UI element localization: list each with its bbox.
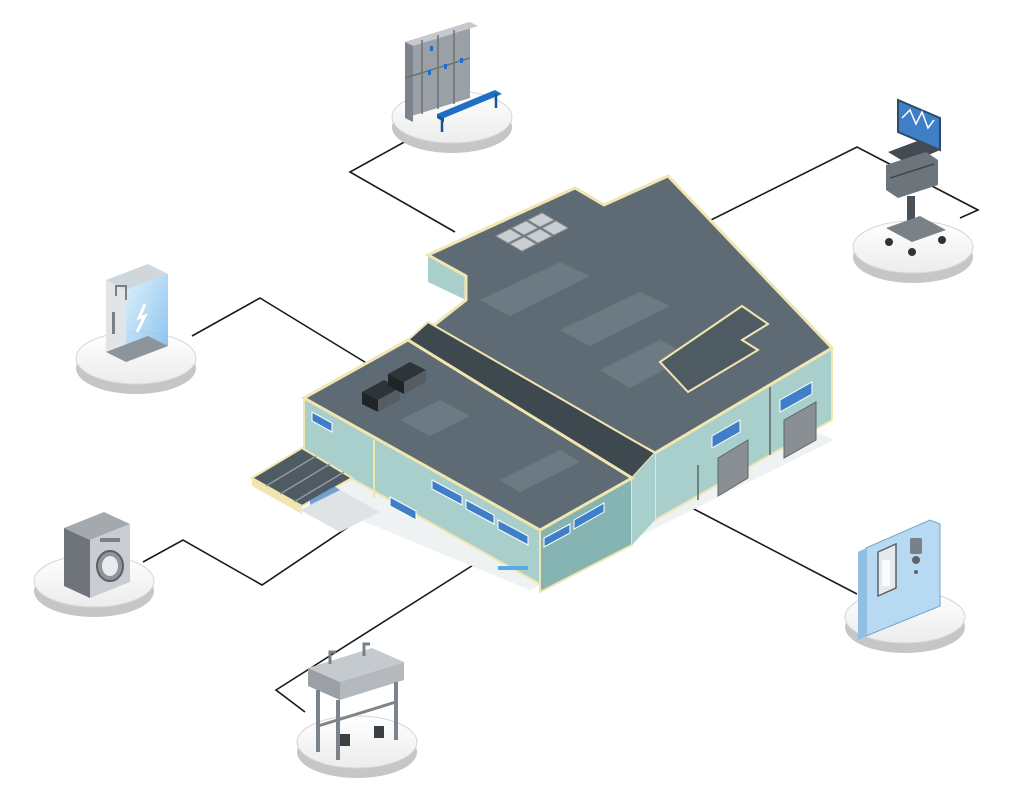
main-block-wall-left xyxy=(428,255,466,300)
factory-building-icon xyxy=(250,174,835,594)
connectors xyxy=(142,139,980,713)
wash-trough-icon xyxy=(308,642,404,760)
connector-washer xyxy=(142,506,379,586)
connector-shower xyxy=(191,297,369,365)
monitoring-cart-icon xyxy=(885,98,946,256)
dispenser-station-icon xyxy=(858,519,941,640)
hvac-units xyxy=(362,362,426,412)
locker-room-icon xyxy=(404,22,502,132)
connector-sink xyxy=(274,561,479,713)
platform-sink xyxy=(296,715,418,778)
platform-monitor xyxy=(852,220,974,283)
connector-dispenser xyxy=(691,507,858,595)
washing-machine-icon xyxy=(64,512,130,598)
connector-lockers xyxy=(348,139,456,233)
shower-cabin-icon xyxy=(106,264,168,362)
